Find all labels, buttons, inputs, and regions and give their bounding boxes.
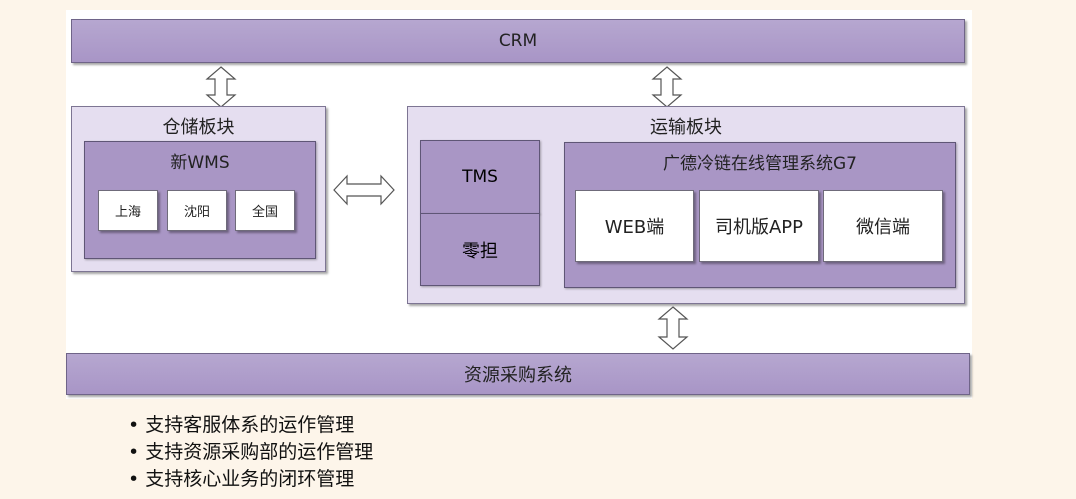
bullet-item: 支持核心业务的闭环管理: [128, 466, 373, 493]
double-arrow-vertical-icon: [651, 66, 683, 108]
double-arrow-vertical-icon: [657, 306, 689, 350]
transport-panel: 运输板块 TMS 零担 广德冷链在线管理系统G7 WEB端 司机版APP 微信端: [407, 106, 965, 304]
app-web: WEB端: [575, 190, 694, 262]
site-national: 全国: [235, 190, 295, 231]
crm-bar: CRM: [71, 19, 965, 63]
transport-title: 运输板块: [650, 117, 722, 138]
procurement-bar: 资源采购系统: [66, 353, 970, 395]
crm-label: CRM: [498, 31, 538, 51]
double-arrow-horizontal-icon: [333, 174, 395, 206]
wms-box: 新WMS 上海 沈阳 全国: [84, 141, 316, 259]
ltl-box: 零担: [420, 213, 540, 286]
warehouse-title: 仓储板块: [162, 117, 235, 138]
warehouse-panel: 仓储板块 新WMS 上海 沈阳 全国: [71, 106, 326, 272]
double-arrow-vertical-icon: [205, 66, 237, 108]
procurement-label: 资源采购系统: [464, 365, 572, 386]
app-wechat: 微信端: [823, 190, 943, 262]
bullet-item: 支持资源采购部的运作管理: [128, 439, 373, 466]
wms-title: 新WMS: [170, 153, 230, 173]
bullet-item: 支持客服体系的运作管理: [128, 412, 373, 439]
g7-box: 广德冷链在线管理系统G7 WEB端 司机版APP 微信端: [564, 142, 956, 288]
tms-box: TMS: [420, 140, 540, 214]
site-shanghai: 上海: [98, 190, 158, 231]
site-shenyang: 沈阳: [167, 190, 227, 231]
bullet-list: 支持客服体系的运作管理 支持资源采购部的运作管理 支持核心业务的闭环管理: [128, 412, 373, 493]
g7-title: 广德冷链在线管理系统G7: [663, 154, 857, 174]
app-driver: 司机版APP: [699, 190, 819, 262]
